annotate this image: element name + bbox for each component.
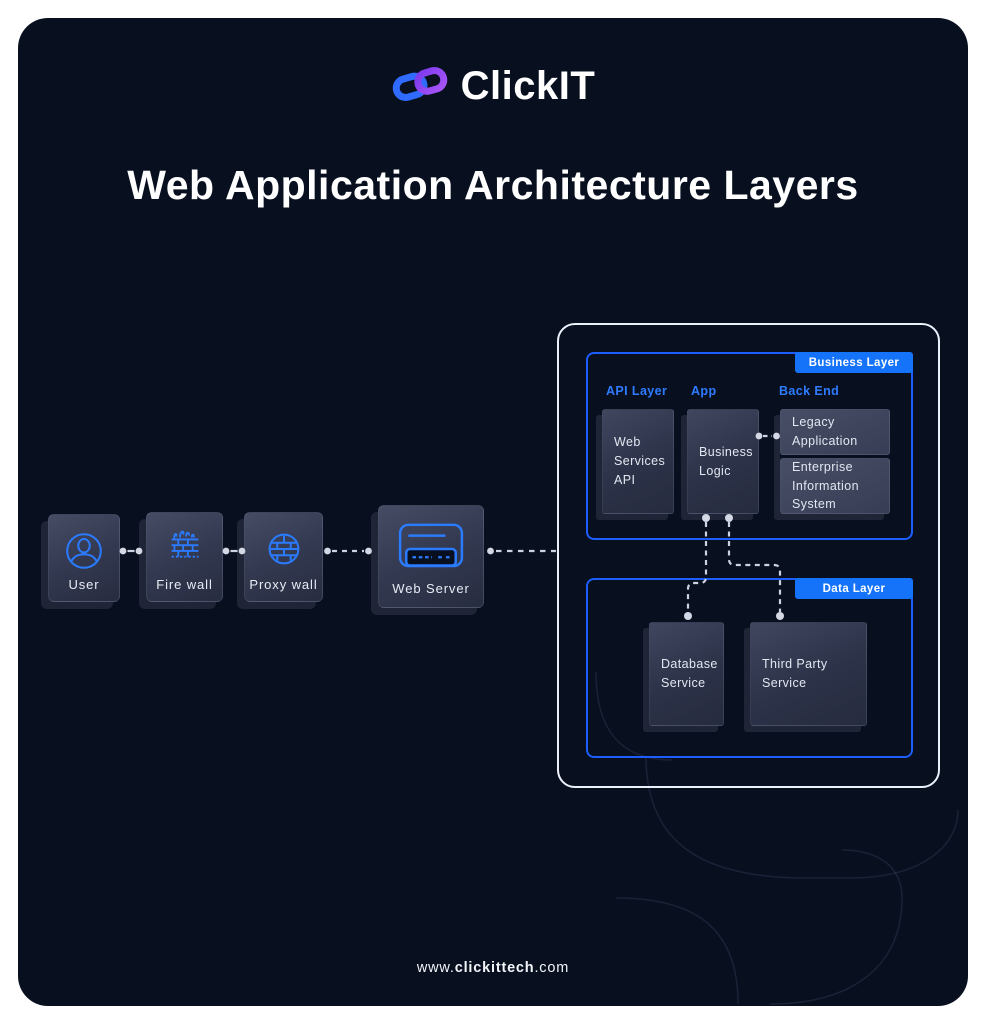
web-services-api-box: Web Services API [602, 409, 674, 514]
box-label: Enterprise Information System [792, 459, 859, 512]
website-url: www.clickittech.com [0, 960, 986, 976]
back-end-column: Legacy Application Enterprise Informatio… [780, 409, 890, 514]
node-label: Proxy wall [249, 577, 318, 592]
logo-text: ClickIT [460, 64, 596, 108]
user-icon [61, 528, 107, 574]
layers-container [557, 323, 940, 788]
business-layer-tab: Business Layer [795, 352, 913, 373]
chain-link-icon [391, 62, 449, 111]
legacy-application-box: Legacy Application [780, 409, 890, 455]
brand-logo: ClickIT [0, 62, 986, 111]
firewall-icon [162, 526, 208, 572]
business-logic-box: Business Logic [687, 409, 759, 514]
node-web-server: Web Server [378, 505, 484, 608]
node-label: User [68, 577, 100, 592]
database-service-box: Database Service [649, 622, 724, 726]
column-label-api-layer: API Layer [606, 384, 668, 398]
url-suffix: .com [534, 960, 570, 976]
box-label: Business Logic [699, 444, 753, 478]
box-label: Database Service [661, 657, 718, 690]
box-label: Legacy Application [792, 415, 858, 448]
data-layer-tab: Data Layer [795, 578, 913, 599]
data-layer-box: Data Layer Database Service Third Party … [586, 578, 913, 758]
box-label: Third Party Service [762, 657, 828, 690]
proxy-wall-icon [261, 526, 307, 572]
url-prefix: www. [416, 960, 455, 976]
box-label: Web Services API [614, 435, 666, 487]
node-firewall: Fire wall [146, 512, 223, 602]
node-user: User [48, 514, 120, 602]
web-server-icon [397, 521, 465, 575]
column-label-back-end: Back End [779, 384, 840, 398]
node-label: Web Server [392, 581, 470, 596]
node-label: Fire wall [156, 577, 213, 592]
node-proxy-wall: Proxy wall [244, 512, 323, 602]
url-domain: clickittech [454, 960, 535, 976]
enterprise-information-system-box: Enterprise Information System [780, 458, 890, 514]
business-layer-box: Business Layer API Layer App Back End We… [586, 352, 913, 540]
page-title: Web Application Architecture Layers [127, 162, 859, 208]
column-label-app: App [691, 384, 717, 398]
third-party-service-box: Third Party Service [750, 622, 867, 726]
